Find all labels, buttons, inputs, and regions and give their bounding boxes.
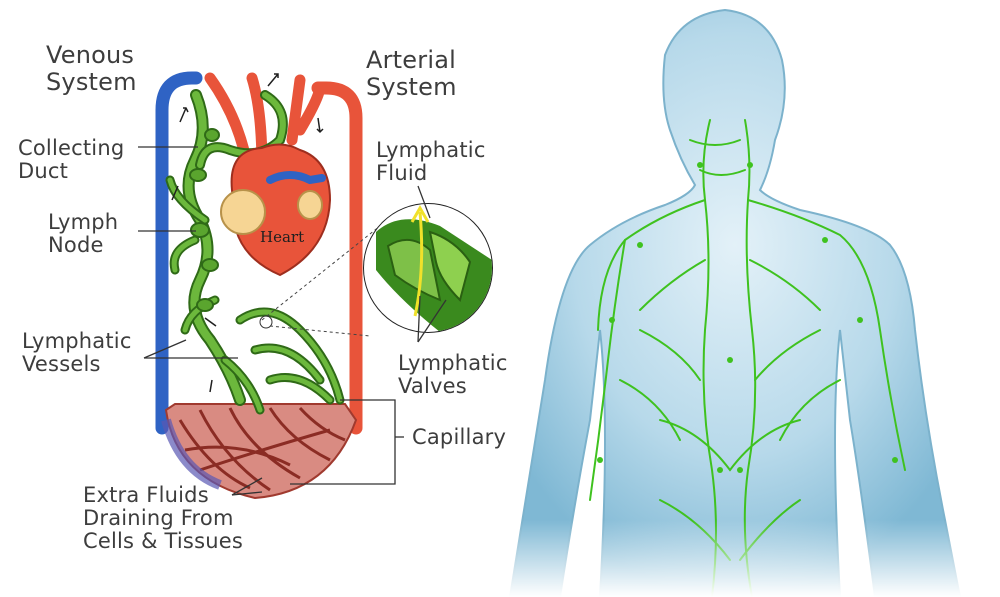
body-lymph-nodes xyxy=(597,162,898,473)
aorta xyxy=(204,72,326,176)
lymphatic-valves-label: Lymphatic Valves xyxy=(398,351,508,398)
extra-fluids-label: Extra Fluids Draining From Cells & Tissu… xyxy=(83,483,243,553)
human-body-lymphatic-illustration xyxy=(500,8,1000,597)
capillary-label: Capillary xyxy=(412,425,507,449)
venous-system-label: Venous System xyxy=(46,41,137,96)
artery xyxy=(311,81,363,435)
circulation-diagram: Heart xyxy=(138,71,493,500)
capillary-mesh xyxy=(178,406,346,492)
body-silhouette xyxy=(508,8,962,597)
lymphatic-vessels-label: Lymphatic Vessels xyxy=(22,329,132,376)
lymph-node-label: Lymph Node xyxy=(48,210,119,257)
collecting-duct-label: Collecting Duct xyxy=(18,136,125,183)
lymph-nodes xyxy=(189,128,220,312)
flow-arrows xyxy=(171,73,324,393)
body-fade xyxy=(500,520,1000,597)
lymphatic-vessel-zoom xyxy=(259,203,493,337)
vein xyxy=(155,71,203,435)
heart-label: Heart xyxy=(260,228,304,246)
heart-illustration: Heart xyxy=(220,143,332,277)
leader-lines xyxy=(138,146,447,496)
body-lymph-network xyxy=(589,119,906,597)
arterial-system-label: Arterial System xyxy=(366,46,457,101)
lymphatic-fluid-label: Lymphatic Fluid xyxy=(376,138,486,185)
capillary-venous xyxy=(161,418,222,490)
